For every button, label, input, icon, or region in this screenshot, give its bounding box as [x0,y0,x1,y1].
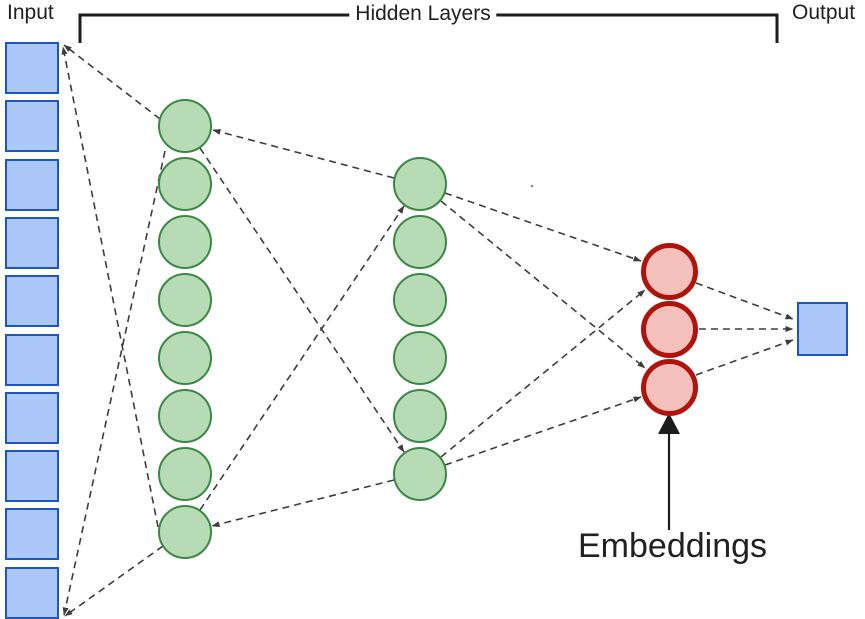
input-node [5,566,59,619]
input-node [5,450,59,503]
connector-hidden2-top-to-hidden1-top [212,129,395,179]
hidden-layer-2-node [393,331,447,385]
hidden-layer-2-node [393,215,447,269]
hidden-layer-1-node [158,273,212,327]
embeddings-label: Embeddings [578,527,768,565]
connector-hidden2-bottom-to-embedding-bottom [444,396,642,466]
output-node [797,302,848,356]
input-node [5,508,59,561]
connector-hidden2-top-to-embedding-bottom [440,200,646,369]
connector-hidden1-top-to-hidden2-bottom [199,147,405,453]
input-node [5,100,59,153]
connector-hidden1-bottom-to-hidden2-top [199,205,405,511]
connector-hidden1-bottom-to-input-bottom-corner [64,545,164,617]
hidden-layer-2-node [393,157,447,211]
connector-hidden1-top-to-input-bottom-corner [62,150,166,616]
input-node [5,42,59,94]
embeddings-pointer-arrowhead-icon [658,413,680,434]
hidden-layer-1-node [158,447,212,501]
output-label: Output [792,1,856,24]
hidden-layer-1-node [158,215,212,269]
connector-hidden2-bottom-to-embedding-top [440,289,646,458]
hidden-layer-1-node [158,99,212,153]
hidden-layers-label: Hidden Layers [349,2,497,26]
connector-embedding-bottom-to-output [695,339,794,376]
hidden-layer-2-node [393,389,447,443]
hidden-layer-1-node [158,157,212,211]
hidden-layer-1-node [158,389,212,443]
input-node [5,216,59,269]
hidden-layer-1-node [158,331,212,385]
hidden-layer-2-node [393,273,447,327]
connector-embedding-top-to-output [695,282,794,320]
hidden-layer-1-node [158,505,212,559]
connector-hidden1-top-to-input-top-corner [63,44,161,120]
input-node [5,391,59,444]
embedding-node [640,242,698,300]
input-node [5,275,59,328]
connector-hidden2-top-to-embedding-top [444,192,642,262]
embedding-node [640,300,698,358]
stray-mark [530,184,534,188]
input-label: Input [7,1,54,24]
connector-hidden1-bottom-to-input-top-corner [61,46,159,528]
hidden-layer-2-node [393,447,447,501]
connector-hidden2-bottom-to-hidden1-bottom [211,479,395,528]
embedding-node [640,358,698,416]
input-node [5,158,59,211]
input-node [5,333,59,386]
